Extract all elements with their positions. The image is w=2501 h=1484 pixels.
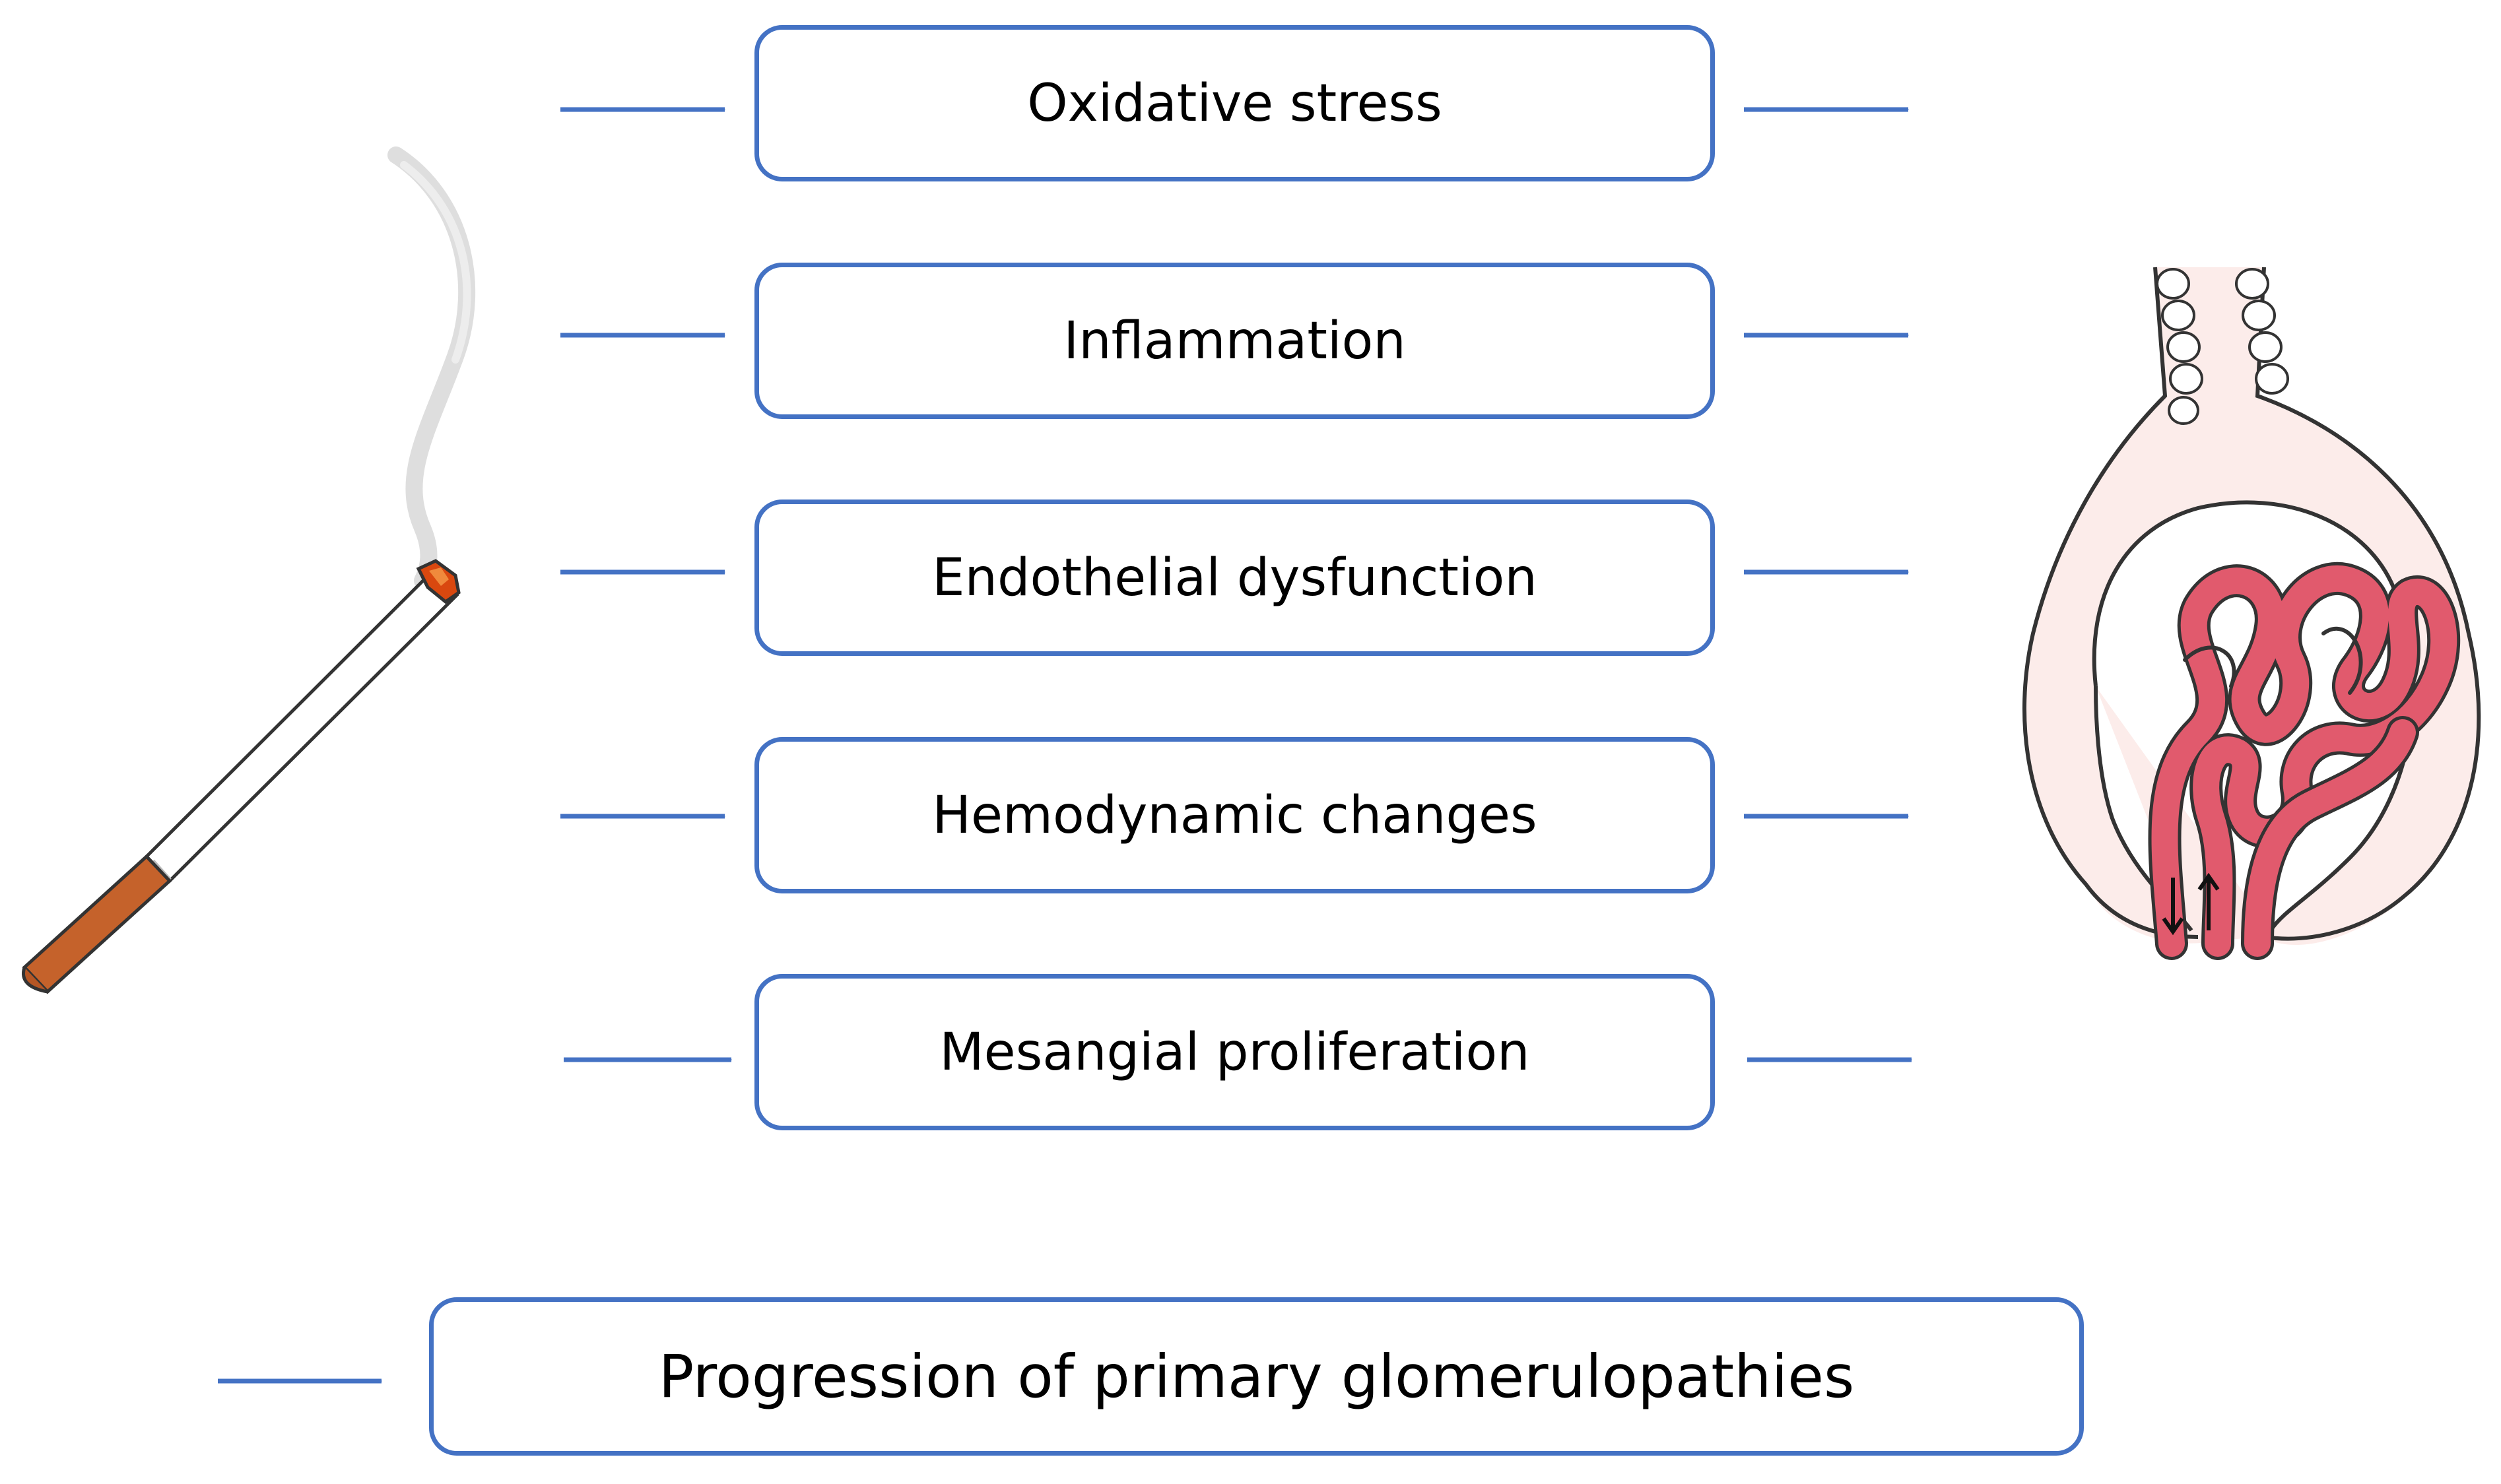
inflammation-label: Inflammation [1063, 311, 1406, 371]
inflammation-box: Inflammation [754, 263, 1715, 419]
endothelial-dysfunction-box: Endothelial dysfunction [754, 500, 1715, 656]
tubule-cells [2156, 268, 2289, 425]
mesangial-proliferation-label: Mesangial proliferation [939, 1022, 1530, 1082]
smoke-icon [387, 146, 476, 589]
outcome-box: Progression of primary glomerulopathies [429, 1297, 2084, 1456]
arrows [218, 107, 1912, 1384]
blood-flow-arrows [2162, 872, 2220, 936]
outcome-label: Progression of primary glomerulopathies [658, 1342, 1855, 1411]
oxidative-stress-label: Oxidative stress [1027, 73, 1442, 133]
hemodynamic-changes-box: Hemodynamic changes [754, 737, 1715, 893]
cigarette-filter [22, 854, 172, 994]
oxidative-stress-box: Oxidative stress [754, 25, 1715, 181]
hemodynamic-changes-label: Hemodynamic changes [932, 785, 1537, 845]
endothelial-dysfunction-label: Endothelial dysfunction [932, 548, 1537, 608]
cigarette-paper [144, 568, 459, 884]
capillary-tuft [2148, 562, 2461, 960]
glomerulus-icon [2022, 267, 2481, 960]
mesangial-proliferation-box: Mesangial proliferation [754, 974, 1715, 1130]
cigarette-icon [22, 146, 476, 994]
